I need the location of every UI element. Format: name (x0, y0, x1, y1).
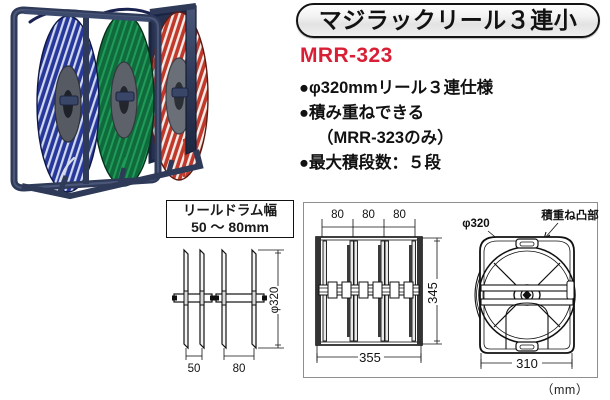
dim-reel-width-3: 80 (393, 209, 406, 221)
unit-label: （mm） (541, 383, 589, 397)
dim-reel-width-2: 80 (362, 209, 375, 221)
side-rear-reel-edge (474, 270, 481, 320)
front-height-dimension-line (422, 237, 442, 345)
steel-frame (10, 3, 204, 200)
diameter-dimension-line (258, 249, 284, 349)
reel-drum-side-view-drawing: φ320 50 80 (172, 248, 284, 375)
front-view-drawing: 80 80 80 (315, 209, 442, 365)
product-title-banner: マジラックリール３連小 (296, 3, 600, 38)
dim-diameter-text: φ320 (269, 287, 281, 314)
dim-wide-text: 80 (233, 363, 246, 375)
side-diameter-label: φ320 (462, 218, 489, 230)
spec-list: ●φ320mmリール３連仕様 ●積み重ねできる （MRR-323のみ） ●最大積… (299, 76, 599, 176)
width-dimension-lines (185, 348, 255, 360)
side-cross-bars (480, 284, 574, 306)
spec-item: ●最大積段数：５段 (299, 154, 441, 172)
product-photo (0, 0, 292, 200)
spec-item: ●φ320mmリール３連仕様 (299, 79, 494, 97)
side-handle-notch (566, 280, 575, 300)
dim-narrow-text: 50 (188, 363, 201, 375)
front-axle-band (318, 281, 420, 299)
model-code: MRR-323 (300, 44, 393, 67)
technical-drawing-panel: 80 80 80 (303, 202, 599, 378)
reel-drum-width-label: リールドラム幅 50 ～ 80mm (166, 200, 294, 238)
side-view-drawing: 積重ね凸部 φ320 (462, 208, 599, 371)
reel-drum-width-panel: リールドラム幅 50 ～ 80mm (166, 200, 298, 375)
drum-label-line2: 50 ～ 80mm (191, 219, 269, 235)
product-photo-illustration (10, 3, 209, 200)
reel-hub-axles (172, 290, 267, 306)
side-width-dimension-line (480, 353, 573, 369)
spec-item: （MRR-323のみ） (317, 129, 454, 147)
dim-reel-width-1: 80 (331, 209, 344, 221)
page-title: マジラックリール３連小 (318, 7, 578, 33)
stacking-protrusions (515, 238, 539, 352)
dim-total-width: 355 (359, 350, 381, 365)
stacking-protrusion-annotation: 積重ね凸部 (540, 208, 599, 222)
dim-height: 345 (425, 282, 440, 304)
dim-side-width: 310 (516, 356, 538, 371)
spec-item: ●積み重ねできる (299, 104, 425, 122)
front-width-dimension-line (316, 345, 422, 363)
drum-arch-outline (505, 302, 549, 349)
drum-label-line1: リールドラム幅 (182, 203, 278, 218)
